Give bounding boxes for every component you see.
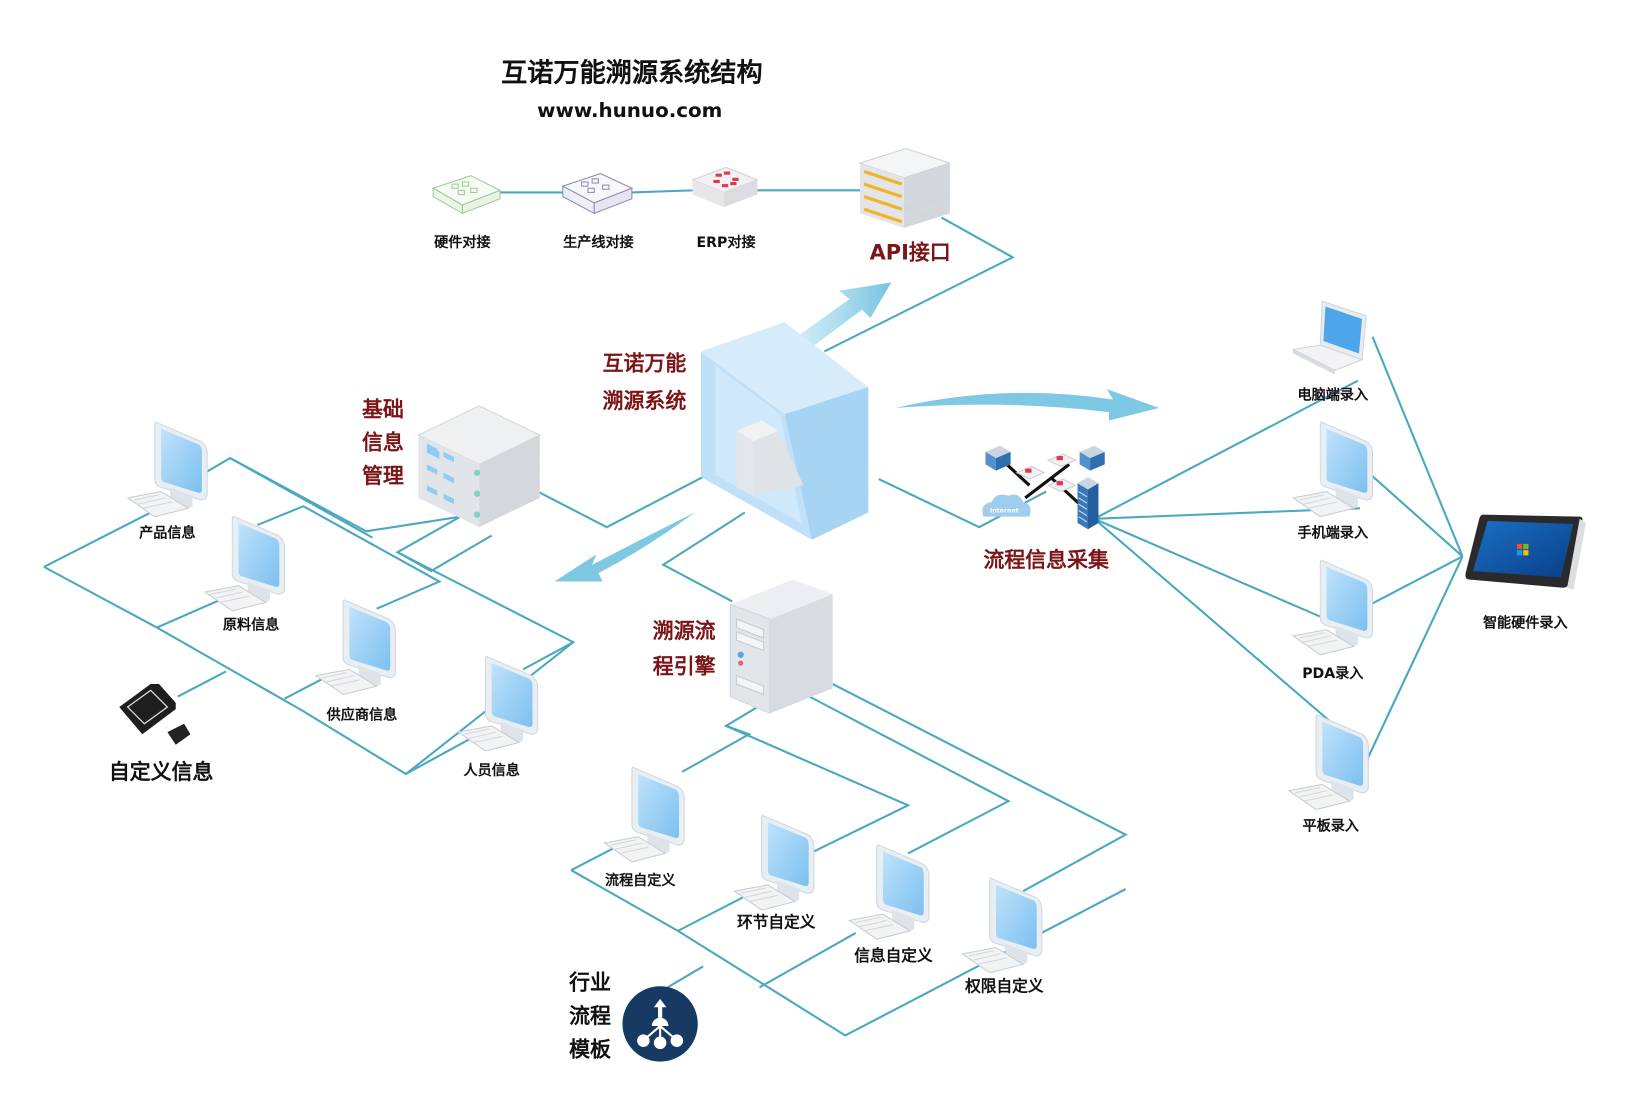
flow-arrows (554, 282, 1160, 582)
api-label: API接口 (870, 240, 951, 264)
link-tablet-smart (1365, 555, 1464, 762)
building-icon (985, 445, 1011, 471)
link-material-branch (156, 597, 225, 629)
arrow-to-collection (895, 389, 1160, 421)
link-base-network (204, 456, 461, 533)
chain-label-hardware: 硬件对接 (434, 234, 490, 251)
cloud-icon (982, 494, 1031, 517)
production-line-switch-icon (561, 173, 634, 215)
input-label-tablet: 平板录入 (1302, 817, 1358, 834)
node-label-permission: 权限自定义 (964, 977, 1044, 996)
node-label-product: 产品信息 (139, 525, 195, 542)
smart-hardware-label: 智能硬件录入 (1483, 615, 1568, 632)
link-production-erp (631, 189, 693, 194)
chain-label-erp: ERP对接 (696, 234, 755, 251)
arrow-to-api (790, 282, 892, 348)
tower-building-icon (1077, 476, 1099, 530)
input-label-pda: PDA录入 (1302, 666, 1363, 682)
engine-tower-server-icon[interactable] (729, 579, 833, 715)
sd-card-icon[interactable] (119, 684, 191, 745)
permission-custom-pc-icon[interactable] (961, 877, 1043, 974)
pda-entry-pc-icon[interactable] (1292, 559, 1374, 656)
api-server-stack-icon (858, 147, 952, 229)
collection-network-icon[interactable]: Internet (982, 445, 1105, 530)
core-label-line1: 互诺万能 (603, 351, 687, 375)
tablet-icon[interactable] (1465, 514, 1586, 590)
input-label-pc: 电脑端录入 (1298, 387, 1369, 404)
phone-entry-pc-icon[interactable] (1292, 421, 1374, 518)
laptop-icon[interactable] (1291, 300, 1367, 375)
node-label-material: 原料信息 (223, 617, 279, 634)
template-label-line1: 行业 (568, 970, 611, 994)
node-label-supplier: 供应商信息 (326, 707, 398, 724)
erp-firewall-icon (691, 166, 759, 208)
node-label-step: 环节自定义 (737, 913, 816, 932)
supplier-info-pc-icon[interactable] (315, 599, 396, 696)
core-system-box[interactable] (700, 322, 869, 540)
link-engine-bottom-2 (677, 896, 744, 932)
node-label-info: 信息自定义 (854, 946, 933, 965)
engine-label-line1: 溯源流 (653, 619, 716, 643)
info-custom-pc-icon[interactable] (848, 844, 930, 940)
chain-label-production: 生产线对接 (563, 234, 634, 251)
node-label-process: 流程自定义 (605, 872, 676, 889)
building-icon (1079, 445, 1105, 471)
hardware-switch-icon (431, 175, 502, 215)
tablet-entry-pc-icon[interactable] (1288, 714, 1369, 811)
page-title: 互诺万能溯源系统结构 (501, 58, 762, 89)
core-server-icon (736, 420, 804, 496)
link-collect-tablet-pc (1093, 517, 1349, 738)
input-label-phone: 手机端录入 (1298, 525, 1369, 542)
link-custom-branch (177, 670, 227, 698)
base-label-line2: 信息 (362, 431, 404, 455)
step-custom-pc-icon[interactable] (733, 814, 815, 911)
link-engine-net-2 (725, 724, 911, 853)
collection-label: 流程信息采集 (983, 548, 1109, 572)
windows-logo-icon (1516, 543, 1529, 556)
process-custom-pc-icon[interactable] (604, 766, 685, 863)
link-engine-bottom-3 (758, 932, 857, 989)
process-template-icon[interactable] (622, 986, 698, 1062)
base-label-line1: 基础 (362, 397, 404, 421)
template-label-line3: 模板 (569, 1037, 611, 1061)
link-core-engine (661, 511, 746, 603)
base-info-server-icon[interactable] (417, 405, 542, 528)
cloud-label: Internet (990, 508, 1019, 515)
website-url[interactable]: www.hunuo.com (537, 99, 722, 122)
link-laptop-smart (1371, 336, 1464, 557)
link-engine-net-1 (681, 706, 758, 773)
link-engine-net-4 (832, 683, 1128, 893)
link-collect-laptop (1093, 379, 1359, 520)
link-material-pc (256, 505, 442, 610)
custom-info-label: 自定义信息 (109, 760, 214, 784)
staff-info-pc-icon[interactable] (457, 655, 539, 752)
link-product-pc (229, 457, 373, 539)
router-icon (1015, 453, 1077, 493)
material-info-pc-icon[interactable] (204, 515, 286, 612)
link-staff-branch (405, 737, 472, 775)
node-label-staff: 人员信息 (463, 762, 519, 779)
base-label-line3: 管理 (362, 464, 404, 488)
link-collect-pda (1093, 517, 1361, 635)
link-base-right (397, 534, 493, 573)
template-label-line2: 流程 (569, 1004, 611, 1028)
engine-label-line2: 程引擎 (653, 655, 716, 679)
link-api-core (823, 216, 1015, 353)
core-label-line2: 溯源系统 (603, 389, 687, 413)
link-pda-smart (1365, 555, 1464, 608)
link-core-base (537, 476, 704, 529)
product-info-pc-icon[interactable] (127, 421, 208, 518)
arrow-to-base (554, 512, 695, 582)
link-engine-net-3 (805, 693, 1011, 855)
link-staff-pc (522, 641, 574, 671)
link-phone-smart (1365, 469, 1464, 558)
